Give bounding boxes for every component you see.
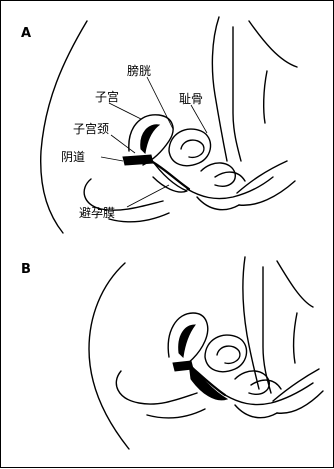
- panel-b-buttock-contour: [116, 371, 197, 404]
- label-pubic-bone: 耻骨: [179, 92, 203, 106]
- panel-b-thigh-contour-2: [277, 261, 313, 307]
- panel-b-uterus-cavity: [179, 325, 195, 357]
- panel-b-lower-curve: [147, 409, 205, 418]
- label-diaphragm: 避孕膜: [79, 206, 115, 220]
- leader-bladder: [147, 77, 173, 129]
- panel-a-bladder-inner: [181, 140, 204, 157]
- leader-uterus: [109, 103, 141, 119]
- panel-a-thigh-contour-2: [249, 21, 297, 67]
- leader-diaphragm: [127, 185, 169, 207]
- leader-vagina: [101, 157, 123, 161]
- label-uterus: 子宫: [95, 89, 119, 104]
- panel-b-wrist: [277, 391, 323, 413]
- panel-b-bladder-inner: [217, 346, 240, 363]
- panel-b-pubic-bone: [235, 371, 269, 394]
- panel-b-hand-finger-2: [251, 380, 281, 389]
- panel-a-thigh-contour: [233, 27, 241, 161]
- panel-a-hand: [187, 177, 273, 199]
- panel-a-abdomen-contour: [212, 17, 227, 161]
- panel-b: B: [21, 257, 323, 449]
- label-vagina: 阴道: [61, 150, 85, 164]
- panel-a: A: [21, 17, 297, 233]
- panel-b-abdomen-contour: [243, 257, 259, 389]
- panel-b-hand-finger-1: [235, 405, 277, 418]
- label-cervix: 子宫颈: [73, 121, 109, 136]
- panel-b-leg-line: [294, 313, 297, 363]
- panel-a-uterus-cavity: [141, 125, 159, 153]
- panel-b-uterus: [168, 313, 207, 369]
- label-bladder: 膀胱: [127, 63, 151, 78]
- panel-b-hand-finger-3: [273, 369, 319, 401]
- panel-b-back-contour: [89, 263, 129, 449]
- panel-b-letter: B: [21, 262, 31, 277]
- panel-a-leg-line: [264, 71, 267, 123]
- panel-a-lower-curve: [109, 213, 169, 222]
- leader-cervix: [111, 135, 135, 153]
- panel-a-hand-finger-3: [237, 161, 287, 193]
- panel-a-cervix: [123, 155, 153, 165]
- panel-a-letter: A: [21, 26, 31, 41]
- panel-a-hand-finger-2: [215, 172, 245, 181]
